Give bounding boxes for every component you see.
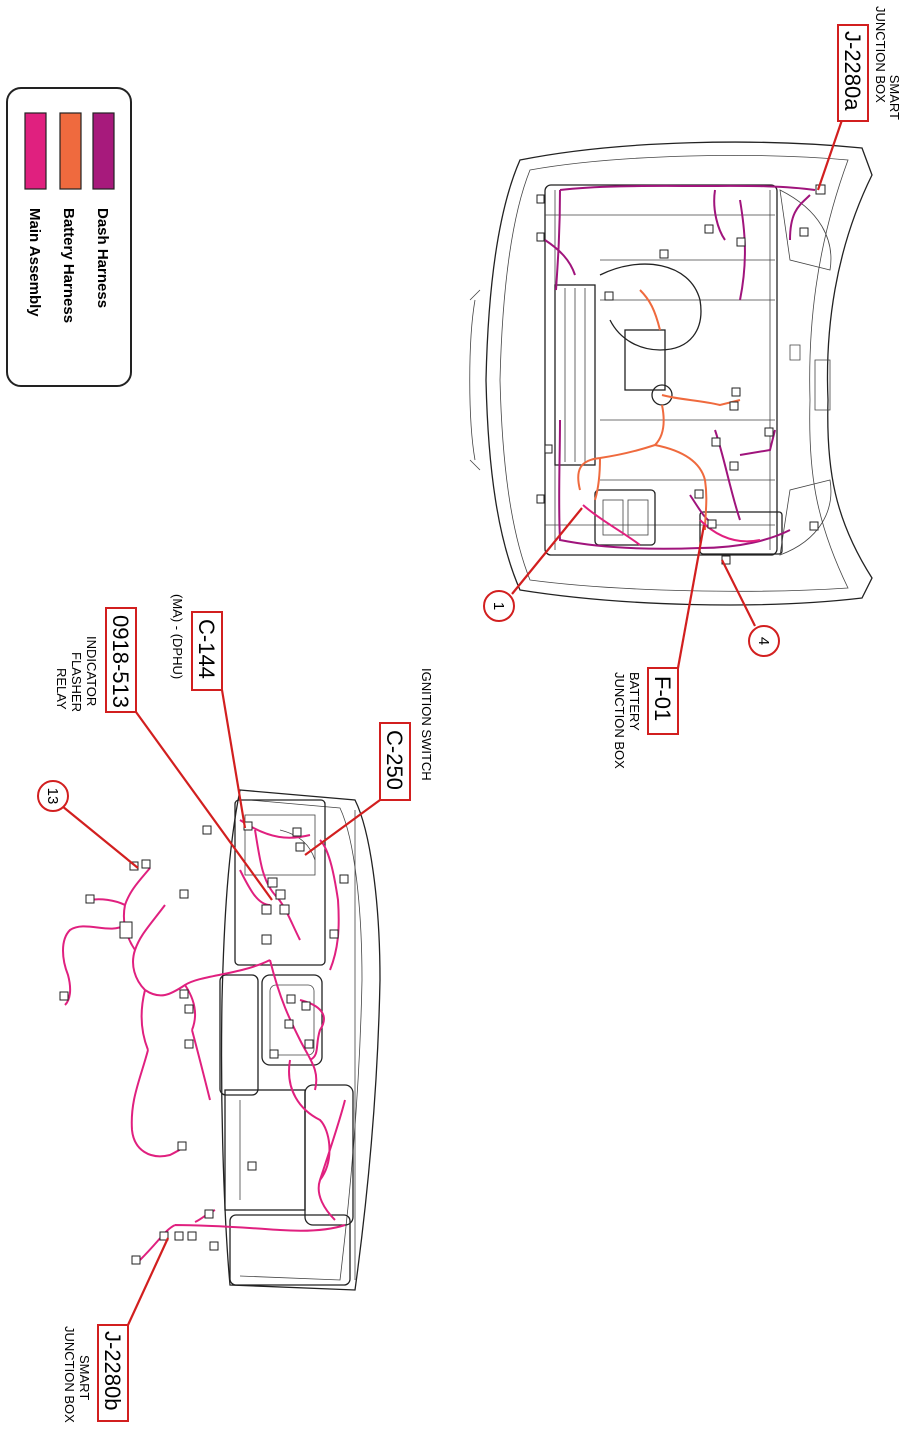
- legend-swatch-main-assembly: [24, 112, 47, 190]
- callout-j-2280b: J-2280b SMART JUNCTION BOX: [62, 1237, 169, 1423]
- callout-desc-f-01-line1: BATTERY: [627, 672, 642, 731]
- callout-c-144: C-144 (MA) - (DPHU): [170, 594, 247, 829]
- callout-desc-c-144: (MA) - (DPHU): [170, 594, 185, 679]
- callout-j-2280a: J-2280a SMART JUNCTION BOX: [816, 6, 902, 191]
- engine-compartment-drawing: [469, 141, 873, 606]
- marker-13-label: 13: [44, 788, 61, 805]
- legend-swatch-dash-harness: [92, 112, 115, 190]
- callout-desc-j-2280b-line2: JUNCTION BOX: [62, 1326, 77, 1423]
- legend-label-battery-harness: Battery Harness: [60, 208, 77, 323]
- marker-1-label: 1: [490, 602, 507, 610]
- callout-desc-j-2280a-line1: SMART: [887, 75, 902, 120]
- marker-4: 4: [721, 559, 780, 657]
- callout-desc-0918-513-line3: RELAY: [54, 668, 69, 710]
- callout-desc-c-250: IGNITION SWITCH: [419, 668, 434, 781]
- marker-13: 13: [37, 780, 139, 869]
- callout-f-01: F-01 BATTERY JUNCTION BOX: [612, 524, 706, 769]
- callout-0918-513: 0918-513 INDICATOR FLASHER RELAY: [54, 607, 273, 901]
- marker-4-label: 4: [755, 637, 772, 645]
- callout-code-j-2280a: J-2280a: [840, 31, 865, 111]
- legend-label-dash-harness: Dash Harness: [94, 208, 111, 308]
- callout-code-j-2280b: J-2280b: [100, 1331, 125, 1411]
- callout-desc-j-2280a-line2: JUNCTION BOX: [873, 6, 888, 103]
- legend: Dash Harness Battery Harness Main Assemb…: [6, 87, 132, 387]
- legend-swatch-battery-harness: [59, 112, 82, 190]
- callout-code-f-01: F-01: [650, 676, 675, 721]
- legend-label-main-assembly: Main Assembly: [26, 208, 43, 317]
- callout-c-250: C-250 IGNITION SWITCH: [304, 668, 434, 856]
- callout-desc-0918-513-line1: INDICATOR: [84, 636, 99, 706]
- callout-code-0918-513: 0918-513: [108, 615, 133, 708]
- callout-code-c-250: C-250: [382, 730, 407, 790]
- marker-1: 1: [483, 507, 583, 622]
- callout-desc-f-01-line2: JUNCTION BOX: [612, 672, 627, 769]
- callout-desc-j-2280b-line1: SMART: [77, 1355, 92, 1400]
- callout-code-c-144: C-144: [194, 619, 219, 679]
- dash-panel-drawing: [59, 789, 381, 1291]
- callout-desc-0918-513-line2: FLASHER: [69, 652, 84, 712]
